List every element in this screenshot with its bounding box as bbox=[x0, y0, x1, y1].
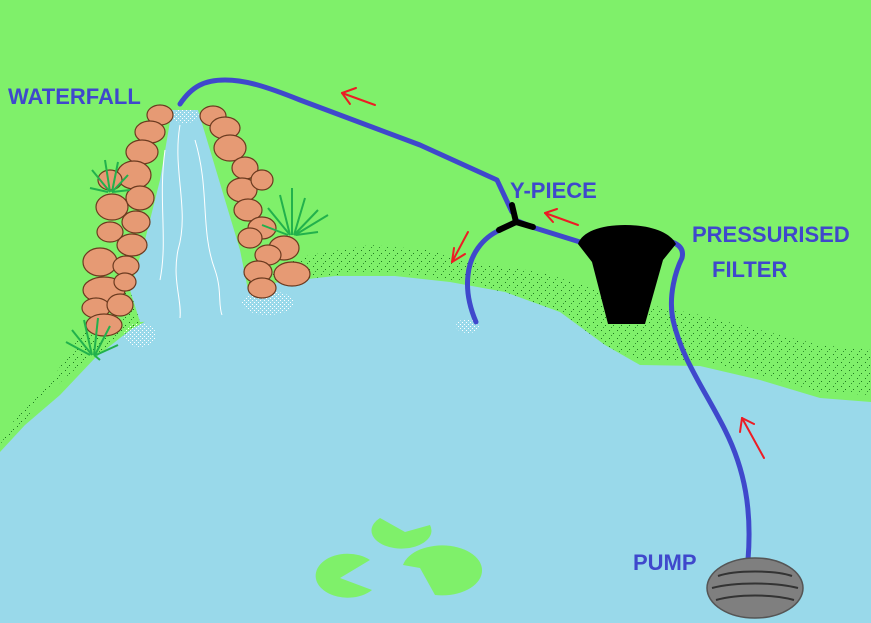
lily-pad-2 bbox=[315, 553, 372, 598]
rock-pile-left bbox=[81, 104, 174, 337]
flow-arrow-waterfall-hose bbox=[341, 87, 376, 106]
reed-plants bbox=[65, 159, 329, 361]
reed-top-left bbox=[89, 159, 131, 193]
flow-arrow-pump-hose bbox=[739, 417, 765, 459]
flow-arrow-pond-outlet bbox=[451, 231, 469, 263]
pump-label: PUMP bbox=[633, 550, 697, 575]
waterfall-foam bbox=[124, 109, 480, 347]
pond-water bbox=[0, 276, 871, 623]
reed-bottom-left bbox=[65, 317, 119, 361]
pressurised-filter bbox=[578, 225, 676, 324]
lily-pads bbox=[315, 518, 483, 598]
lily-pad-1 bbox=[371, 518, 432, 549]
lily-pad-3 bbox=[403, 545, 483, 596]
hose-pump-to-filter bbox=[668, 239, 752, 563]
filter-label-line1: PRESSURISED bbox=[692, 222, 850, 247]
reed-right bbox=[261, 188, 329, 236]
rock-pile-right bbox=[199, 105, 311, 299]
y-piece-fitting bbox=[496, 202, 536, 233]
hose-ypiece-to-waterfall bbox=[177, 77, 515, 215]
waterfall-stream bbox=[130, 110, 250, 322]
flow-arrows bbox=[341, 87, 765, 459]
waterfall-label: WATERFALL bbox=[8, 84, 141, 109]
filter-label-line2: FILTER bbox=[712, 257, 788, 282]
hose-ypiece-to-pond bbox=[465, 227, 503, 325]
waterfall-flow-lines bbox=[159, 124, 223, 319]
flow-arrow-to-ypiece bbox=[544, 208, 579, 226]
y-piece-label: Y-PIECE bbox=[510, 178, 597, 203]
hose-network bbox=[177, 77, 752, 563]
pump bbox=[706, 557, 804, 619]
